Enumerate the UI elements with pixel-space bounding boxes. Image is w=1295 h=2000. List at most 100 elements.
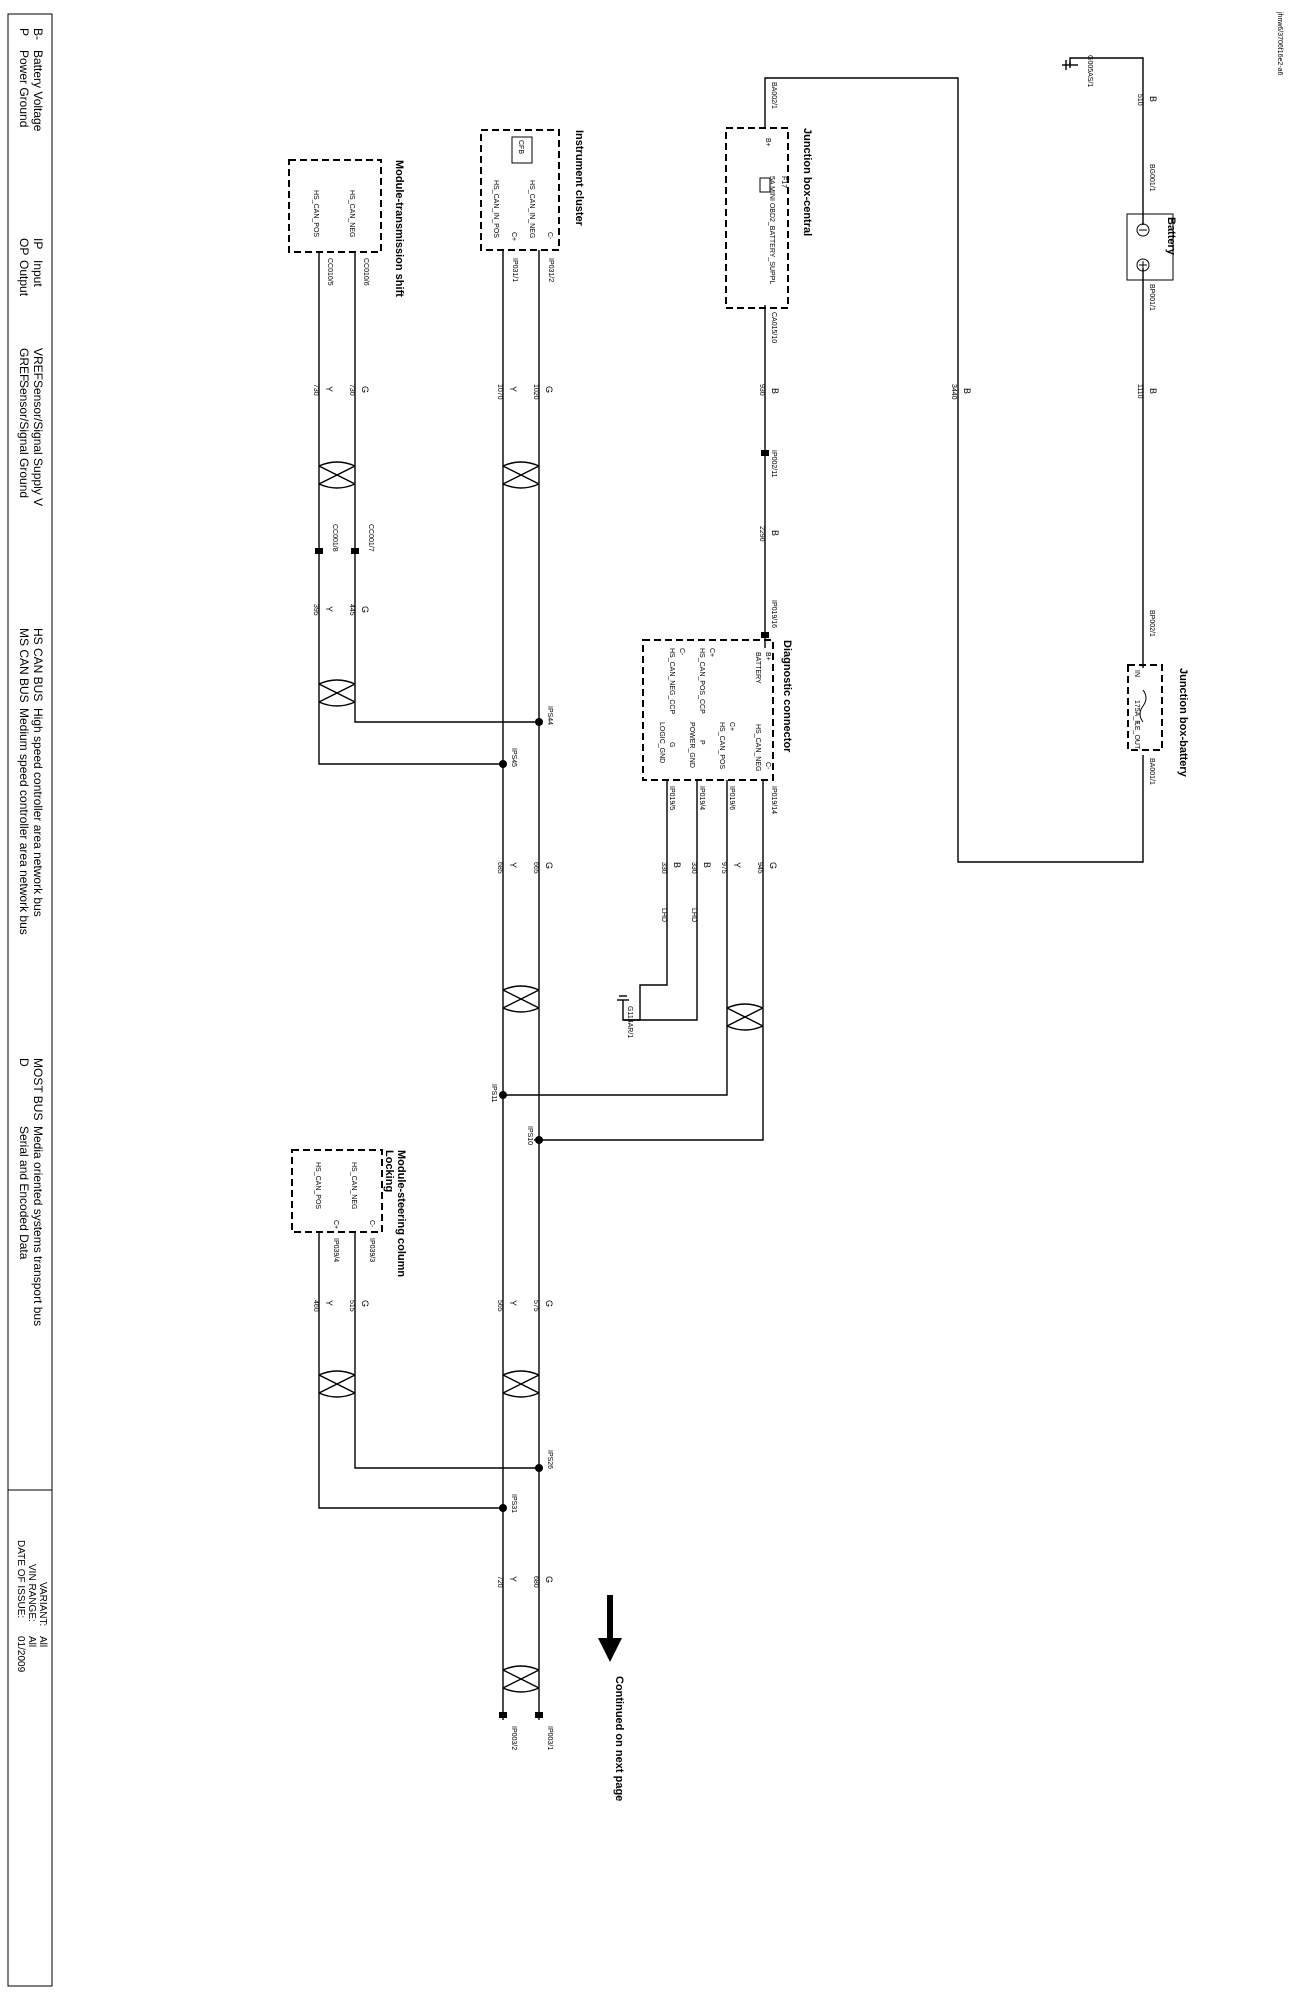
w330a-variant: LHD — [690, 908, 697, 922]
variant-label: VARIANT: — [37, 1582, 48, 1626]
legend-b-text: Battery Voltage — [31, 50, 45, 132]
jb-central-title: Junction box-central — [801, 128, 813, 236]
w730a-num: 730 — [348, 384, 355, 396]
twisted-pair-markers — [318, 461, 764, 1693]
legend-d-abbr: D — [17, 1058, 31, 1067]
fuse-f17-symbol — [759, 177, 771, 193]
inline-cc001-7 — [351, 548, 359, 554]
w975-color: Y — [732, 862, 742, 868]
w2290-color: B — [770, 530, 780, 536]
jb-battery-in: IN — [1133, 670, 1140, 677]
w665-color: G — [544, 862, 554, 869]
w730b-num: 730 — [312, 384, 319, 396]
w1020-color: G — [544, 386, 554, 393]
legend-most-abbr: MOST BUS — [31, 1058, 45, 1120]
legend-ms-text: Medium speed controller area network bus — [17, 708, 31, 935]
mts-title: Module-transmission shift — [393, 160, 405, 297]
twist-diag — [726, 1003, 764, 1031]
wire-330-a — [623, 780, 698, 1021]
w515-num: 515 — [348, 1300, 355, 1312]
jb-battery-out-conn: BA001/1 — [1148, 758, 1155, 785]
wire-mts-neg — [354, 252, 539, 723]
ips31-label: IPS31 — [510, 1494, 517, 1513]
diag-hs-pos: HS_CAN_POS — [718, 722, 725, 769]
ic-pin-2: IP031/2 — [547, 258, 554, 282]
wire-3440 — [764, 77, 1144, 863]
w330b-variant: LHD — [660, 908, 667, 922]
legend-d-text: Serial and Encoded Data — [17, 1126, 31, 1260]
ips10-label: IPS10 — [526, 1126, 533, 1145]
jb-battery-in-conn: BP002/1 — [1148, 610, 1155, 637]
w975-num: 975 — [720, 862, 727, 874]
diag-hs-neg: HS_CAN_NEG — [754, 724, 761, 771]
out-ip003-1 — [535, 1712, 543, 1718]
diag-pin-16: IP019/16 — [770, 600, 777, 628]
fuse-175a-symbol — [1139, 689, 1147, 723]
legend-op-abbr: OP — [17, 238, 31, 255]
out-ip003-2-label: IP003/2 — [510, 1726, 517, 1750]
continued-on-next-page: Continued on next page — [598, 1595, 625, 1801]
junction-box-central: Junction box-central B+ F17 5A MINI OBD2… — [725, 82, 813, 343]
inline-cc001-8 — [315, 548, 323, 554]
wire-and-pin-labels: B 510 B 1110 B 3440 B 930 IP002/11 B 229… — [312, 94, 1158, 1750]
splice-ips44 — [535, 718, 543, 726]
jb-central-fuse: F17 — [780, 176, 787, 188]
battery-title: Battery — [1165, 217, 1177, 256]
variant-value: All — [37, 1636, 48, 1647]
legend-panel: B- Battery Voltage IP Input VREF Sensor/… — [7, 13, 53, 1987]
wire-510 — [1069, 57, 1144, 225]
legend-b-abbr: B- — [31, 28, 45, 40]
ground-g005: G005AS/1 — [1062, 55, 1093, 87]
legend-frame — [7, 13, 53, 1987]
ic-cfb-badge — [511, 136, 533, 164]
scl-pin-4: IP039/4 — [332, 1238, 339, 1262]
ic-hs-pos: HS_CAN_IN_POS — [492, 180, 499, 238]
splices — [499, 718, 543, 1512]
twist-mts-1 — [318, 461, 356, 489]
splice-ips26 — [535, 1464, 543, 1472]
w330b-num: 330 — [660, 862, 667, 874]
w330a-color: B — [702, 862, 712, 868]
scl-hs-pos: HS_CAN_POS — [314, 1162, 321, 1209]
scl-hs-neg: HS_CAN_NEG — [350, 1162, 357, 1209]
wire-mts-pos — [318, 252, 503, 765]
wire-975 — [503, 780, 728, 1096]
w680-color: G — [544, 1576, 554, 1583]
wire-330-b — [639, 780, 668, 1008]
w395-num: 395 — [312, 604, 319, 616]
twist-mts-2 — [318, 679, 356, 707]
mts-inline-7: CC001/7 — [367, 524, 374, 552]
w685-color: Y — [508, 862, 518, 868]
jb-battery-title: Junction box-battery — [1177, 668, 1189, 778]
out-ip003-1-label: IP003/1 — [546, 1726, 553, 1750]
legend-op-text: Output — [17, 260, 31, 297]
w460-color: Y — [324, 1300, 334, 1306]
power-wires — [764, 57, 1144, 863]
w510-color: B — [1148, 96, 1158, 102]
issue-block: VARIANT: All VIN RANGE: All DATE OF ISSU… — [15, 1540, 48, 1673]
jb-central-bplus: B+ — [764, 138, 771, 147]
can-bus-wires — [318, 250, 540, 1720]
diag-g: G — [668, 742, 675, 747]
twist-ic — [502, 461, 540, 489]
legend-hs-abbr: HS CAN BUS — [31, 628, 45, 701]
w395-color: Y — [324, 606, 334, 612]
w515-color: G — [360, 1300, 370, 1307]
w945-num: 945 — [756, 862, 763, 874]
w685-num: 685 — [496, 862, 503, 874]
ic-badge-text: CFB — [517, 140, 524, 154]
diag-logic-gnd: LOGIC_GND — [658, 722, 665, 763]
legend-hs-text: High speed controller area network bus — [31, 708, 45, 917]
instrument-cluster: CFB Instrument cluster C- HS_CAN_IN_NEG … — [480, 129, 585, 282]
wire-scl-neg — [354, 1232, 539, 1469]
vin-range-value: All — [26, 1636, 37, 1647]
legend-gref-abbr: GREF — [17, 348, 31, 381]
twist-main-2 — [502, 1370, 540, 1398]
twist-main-3 — [502, 1665, 540, 1693]
ground-g005-label: G005AS/1 — [1086, 55, 1093, 87]
w575-num: 575 — [532, 1300, 539, 1312]
diag-battery: BATTERY — [754, 652, 761, 684]
battery: Battery BG001/1 BP001/1 — [1126, 164, 1177, 311]
